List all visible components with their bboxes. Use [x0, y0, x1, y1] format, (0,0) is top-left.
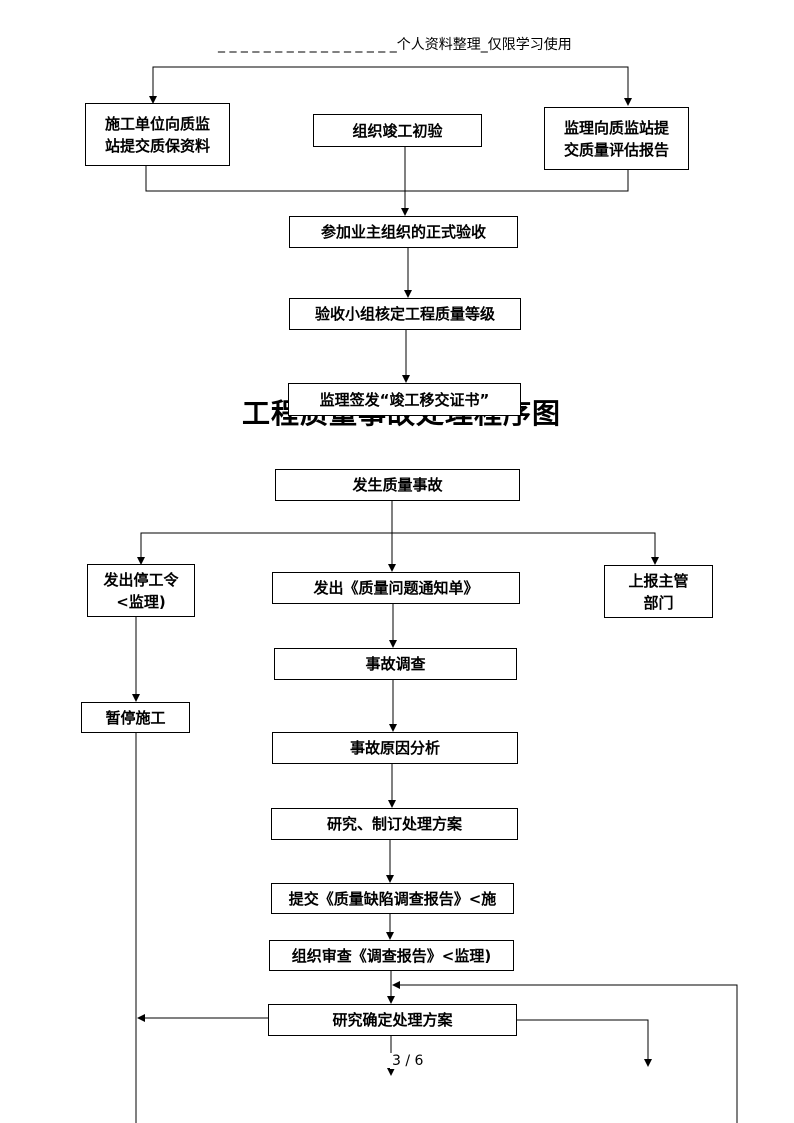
page-header: _ _ _ _ _ _ _ _ _ _ _ _ _ _ _ _个人资料整理_仅限…	[218, 37, 572, 53]
box-cause-analysis: 事故原因分析	[272, 732, 518, 764]
connector-join	[145, 166, 629, 192]
box-investigation: 事故调查	[274, 648, 517, 680]
box-study-plan: 研究、制订处理方案	[271, 808, 518, 840]
connector-determine-to-right	[517, 1019, 652, 1067]
box-initial-inspection: 组织竣工初验	[313, 114, 482, 147]
box-construction-submit: 施工单位向质监 站提交质保资料	[85, 103, 230, 166]
box-supervisor-submit: 监理向质监站提 交质量评估报告	[544, 107, 689, 170]
box-stop-order: 发出停工令 <监理)	[87, 564, 195, 617]
box-verify-grade: 验收小组核定工程质量等级	[289, 298, 521, 330]
box-suspend: 暂停施工	[81, 702, 190, 733]
connector-branch	[140, 532, 656, 563]
box-notice: 发出《质量问题通知单》	[272, 572, 520, 604]
box-review-report: 组织审查《调查报告》<监理)	[269, 940, 514, 971]
box-determine-plan: 研究确定处理方案	[268, 1004, 517, 1036]
connector-top-loop	[152, 66, 632, 106]
box-accident: 发生质量事故	[275, 469, 520, 501]
box-formal-acceptance: 参加业主组织的正式验收	[289, 216, 518, 248]
box-report-dept: 上报主管 部门	[604, 565, 713, 618]
box-submit-report: 提交《质量缺陷调查报告》<施	[271, 883, 514, 914]
box-issue-certificate: 监理签发“竣工移交证书”	[288, 383, 521, 416]
connector-right-loop	[392, 981, 738, 1123]
page-number: 3 / 6	[390, 1053, 426, 1069]
